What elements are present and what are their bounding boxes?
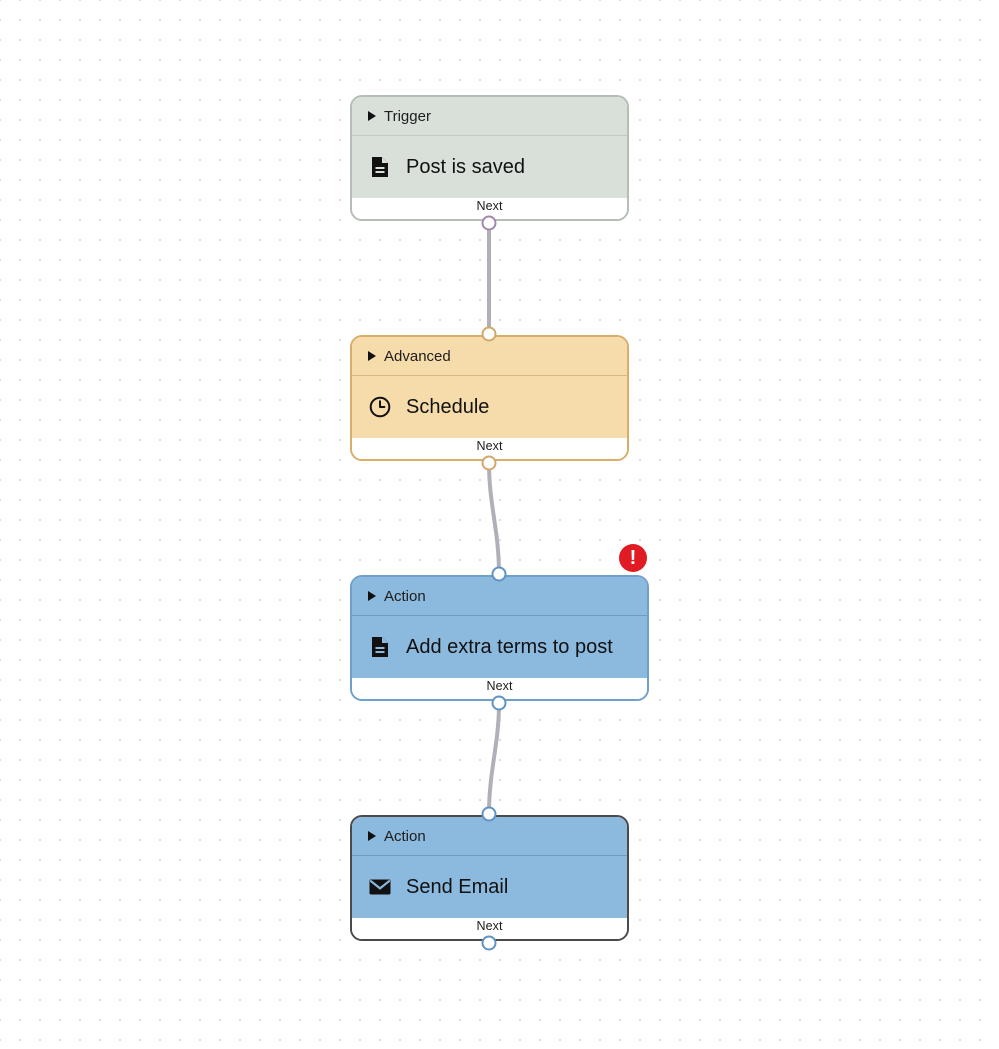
workflow-node-advanced[interactable]: Advanced Schedule Next	[350, 335, 629, 461]
connector-port-trigger-output[interactable]	[481, 215, 497, 231]
node-next-label: Next	[476, 439, 503, 453]
connector-port-advanced-output[interactable]	[481, 455, 497, 471]
node-body[interactable]: Send Email	[352, 856, 627, 918]
connector-port-action2-input[interactable]	[481, 806, 497, 822]
workflow-node-add-extra-terms[interactable]: Action Add extra terms to post Next	[350, 575, 649, 701]
node-header[interactable]: Action	[352, 577, 647, 615]
edge-action1-to-action2	[487, 701, 501, 816]
workflow-node-send-email[interactable]: Action Send Email Next	[350, 815, 629, 941]
node-action-label: Add extra terms to post	[406, 635, 613, 658]
node-body[interactable]: Post is saved	[352, 136, 627, 198]
node-action-label: Send Email	[406, 875, 509, 898]
node-category-label: Trigger	[384, 107, 431, 125]
workflow-node-trigger[interactable]: Trigger Post is saved Next	[350, 95, 629, 221]
connector-port-action2-output[interactable]	[481, 935, 497, 951]
node-footer[interactable]: Next	[352, 198, 627, 219]
clock-icon	[369, 396, 391, 418]
error-badge-symbol: !	[629, 546, 637, 569]
node-header[interactable]: Action	[352, 817, 627, 855]
node-divider	[352, 855, 627, 856]
disclosure-triangle-icon[interactable]	[368, 591, 376, 601]
node-divider	[352, 375, 627, 376]
document-icon	[372, 157, 388, 177]
node-body[interactable]: Add extra terms to post	[352, 616, 647, 678]
disclosure-triangle-icon[interactable]	[368, 831, 376, 841]
node-body[interactable]: Schedule	[352, 376, 627, 438]
error-badge-icon[interactable]: !	[619, 544, 647, 572]
disclosure-triangle-icon[interactable]	[368, 351, 376, 361]
node-next-label: Next	[476, 919, 503, 933]
disclosure-triangle-icon[interactable]	[368, 111, 376, 121]
connector-port-advanced-input[interactable]	[481, 326, 497, 342]
node-category-label: Action	[384, 827, 426, 845]
envelope-icon	[369, 879, 391, 895]
node-footer[interactable]: Next	[352, 918, 627, 939]
node-next-label: Next	[476, 199, 503, 213]
node-footer[interactable]: Next	[352, 438, 627, 459]
node-category-label: Action	[384, 587, 426, 605]
node-action-label: Schedule	[406, 395, 490, 418]
connector-port-action1-input[interactable]	[491, 566, 507, 582]
node-header[interactable]: Trigger	[352, 97, 627, 135]
node-action-label: Post is saved	[406, 155, 525, 178]
node-next-label: Next	[486, 679, 513, 693]
connector-port-action1-output[interactable]	[491, 695, 507, 711]
edge-advanced-to-action1	[487, 461, 501, 576]
node-footer[interactable]: Next	[352, 678, 647, 699]
node-category-label: Advanced	[384, 347, 451, 365]
node-divider	[352, 615, 647, 616]
node-divider	[352, 135, 627, 136]
document-icon	[372, 637, 388, 657]
node-header[interactable]: Advanced	[352, 337, 627, 375]
